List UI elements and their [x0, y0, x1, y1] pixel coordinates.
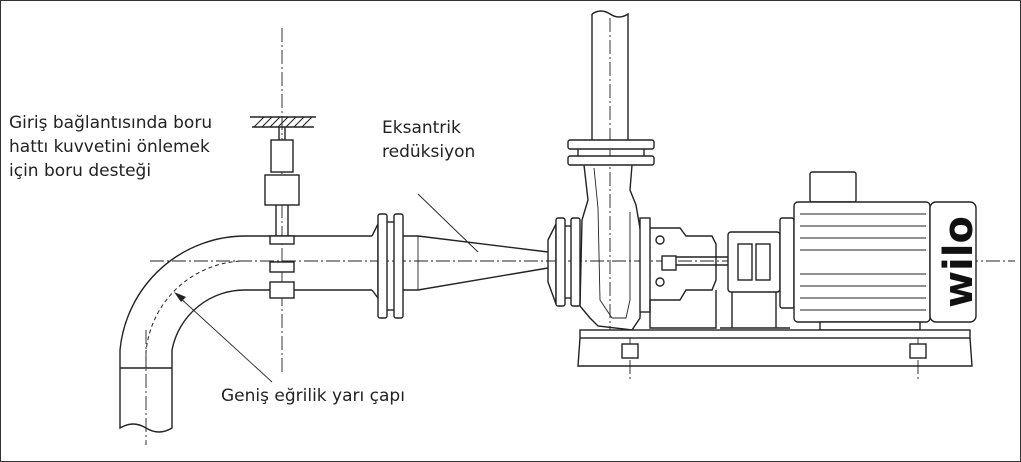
- anchor-bolt-left: [621, 343, 639, 359]
- flange-hub-right: [547, 223, 557, 305]
- bearing-bolt-bottom: [655, 277, 665, 287]
- coupling-hub-left: [737, 243, 753, 281]
- pipe-support-label-line-3: için boru desteği: [9, 161, 152, 181]
- hanger-sleeve: [264, 174, 300, 206]
- reducer-flange-2: [393, 213, 404, 319]
- reducer-assembly: [371, 213, 581, 319]
- bend-inner-wall: [171, 289, 372, 368]
- pump-foot: [649, 290, 717, 329]
- clamp-middle: [269, 261, 295, 273]
- eccentric-reducer-label-line-2: redüksiyon: [382, 142, 476, 162]
- discharge-flange-1: [567, 139, 655, 150]
- base-plate-top: [579, 329, 971, 339]
- base-plate-body: [577, 337, 973, 367]
- bearing-bracket: [650, 227, 717, 301]
- bend-outer-wall: [119, 235, 372, 368]
- wilo-logo: wilo: [936, 216, 982, 308]
- bearing-cap: [661, 255, 677, 271]
- base-frame: [577, 329, 973, 367]
- pump-cover-plate: [639, 217, 651, 313]
- pump-flange-2: [570, 217, 581, 307]
- motor-terminal-box: [809, 171, 857, 203]
- reducer-flange-1: [377, 213, 388, 319]
- discharge-flange-2: [567, 155, 655, 166]
- coupling: [720, 231, 790, 329]
- bend-radius-label-text: Geniş eğrilik yarı çapı: [221, 386, 405, 406]
- pipe-support-label: Giriş bağlantısında boru hattı kuvvetini…: [9, 111, 212, 183]
- reducer-body: [403, 235, 549, 291]
- pipe-bend: [119, 235, 372, 433]
- motor-cooling-fins: [800, 213, 926, 311]
- bearing-bolt-top: [655, 235, 665, 245]
- hanger-spring: [270, 139, 294, 173]
- bend-centerline: [145, 260, 247, 368]
- eccentric-reducer-label: Eksantrik redüksiyon: [382, 116, 475, 164]
- pump-casing-inner: [593, 167, 631, 319]
- motor-foot: [819, 321, 921, 331]
- motor-body: [793, 201, 931, 323]
- clamp-bottom: [269, 281, 295, 299]
- motor-flange: [779, 217, 795, 309]
- eccentric-reducer-label-line-1: Eksantrik: [382, 118, 461, 138]
- anchor-bolt-right: [909, 343, 927, 359]
- bend-radius-label: Geniş eğrilik yarı çapı: [221, 384, 405, 408]
- coupling-guard: [727, 231, 781, 293]
- leader-bend-radius: [177, 295, 273, 383]
- motor: [779, 171, 977, 331]
- pipe-support: [250, 116, 316, 299]
- leader-bend-arrowhead: [174, 292, 186, 302]
- leader-reducer: [417, 193, 479, 253]
- pipe-support-label-line-2: hattı kuvvetini önlemek: [9, 137, 210, 157]
- clamp-top: [269, 235, 295, 245]
- pump: [567, 10, 738, 331]
- discharge-pipe: [591, 10, 629, 140]
- pump-flange-1: [555, 217, 566, 307]
- motor-fan-cover: [929, 201, 977, 323]
- leader-lines: [174, 193, 479, 383]
- pump-casing-outline: [579, 164, 643, 331]
- ceiling-hatch: [253, 116, 313, 128]
- bend-break-end: [119, 368, 173, 433]
- pipe-support-label-line-1: Giriş bağlantısında boru: [9, 113, 213, 133]
- coupling-hub-right: [755, 243, 771, 281]
